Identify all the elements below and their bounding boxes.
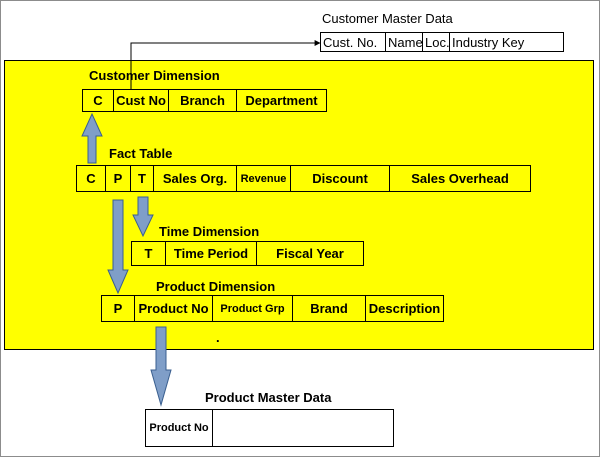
arrow-down-product: [107, 199, 129, 295]
customer-master-table: Cust. No. Name Loc. Industry Key: [320, 32, 564, 52]
time-field-t: T: [144, 246, 153, 261]
customer-master-field-loc: Loc.: [422, 33, 449, 51]
fact-field-c: C: [86, 171, 96, 186]
customer-dimension-field-c: C: [93, 93, 103, 108]
product-field-product-grp: Product Grp: [212, 296, 292, 321]
product-master-title: Product Master Data: [205, 390, 332, 405]
product-field-p: P: [113, 301, 123, 316]
customer-dimension-table: C Cust No Branch Department: [82, 89, 327, 112]
cube-panel: [4, 60, 594, 350]
arrow-up-customer: [81, 112, 103, 164]
product-master-field-product-no: Product No: [149, 422, 209, 434]
fact-field-sales-org: Sales Org.: [153, 166, 236, 191]
time-field-fiscal-year: Fiscal Year: [256, 242, 363, 265]
product-field-description: Description: [365, 296, 443, 321]
fact-field-revenue: Revenue: [236, 166, 290, 191]
fact-field-sales-overhead: Sales Overhead: [389, 166, 530, 191]
customer-dimension-field-custno: Cust No: [113, 90, 168, 111]
fact-field-t: T: [130, 166, 153, 191]
time-dimension-title: Time Dimension: [159, 224, 260, 239]
time-dimension-table: T Time Period Fiscal Year: [131, 241, 364, 266]
customer-master-field-industry-key: Industry Key: [449, 33, 563, 51]
customer-dimension-title: Customer Dimension: [89, 68, 220, 83]
customer-master-field-custno: Cust. No.: [323, 34, 378, 50]
fact-field-discount: Discount: [290, 166, 389, 191]
product-field-product-no: Product No: [134, 296, 212, 321]
time-field-time-period: Time Period: [165, 242, 256, 265]
fact-field-p: P: [105, 166, 130, 191]
customer-master-title: Customer Master Data: [322, 11, 453, 26]
arrow-down-time: [132, 196, 154, 238]
product-master-table: Product No: [145, 409, 394, 447]
product-dimension-table: P Product No Product Grp Brand Descripti…: [101, 295, 444, 322]
customer-dimension-field-department: Department: [236, 90, 326, 111]
product-dimension-title: Product Dimension: [156, 279, 276, 294]
fact-table-title: Fact Table: [109, 146, 173, 161]
customer-dimension-field-branch: Branch: [168, 90, 236, 111]
customer-master-link: [130, 40, 321, 89]
product-field-brand: Brand: [292, 296, 365, 321]
customer-master-field-name: Name: [385, 33, 422, 51]
arrow-down-product-master: [150, 326, 172, 407]
stray-mark: .: [216, 330, 220, 345]
fact-table: C P T Sales Org. Revenue Discount Sales …: [76, 165, 531, 192]
product-master-field-rest: [212, 410, 393, 446]
